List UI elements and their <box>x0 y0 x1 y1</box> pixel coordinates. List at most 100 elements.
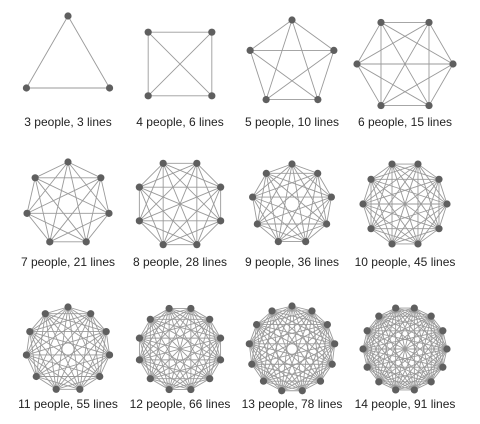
connection-line <box>362 348 432 383</box>
person-node <box>414 240 422 248</box>
person-node <box>314 169 322 177</box>
connection-line <box>366 330 380 382</box>
graph-nodes <box>249 160 335 246</box>
connection-line <box>391 163 440 229</box>
connection-line <box>150 318 221 361</box>
connection-line <box>90 313 101 377</box>
connection-line <box>378 307 397 382</box>
person-node <box>316 377 325 385</box>
graph-7-people <box>23 158 113 246</box>
connection-line <box>366 330 415 391</box>
connection-line <box>138 338 151 379</box>
connection-line <box>362 348 443 368</box>
connection-line <box>100 177 110 214</box>
connection-line <box>45 306 69 315</box>
connection-line <box>378 348 448 383</box>
person-node <box>76 385 84 393</box>
person-node <box>217 217 225 225</box>
graph-edges <box>25 306 111 390</box>
connection-line <box>257 196 332 225</box>
connection-line <box>278 223 327 243</box>
person-node <box>165 385 173 394</box>
connection-line <box>395 307 448 350</box>
person-node <box>288 160 296 168</box>
person-node <box>363 327 371 335</box>
connection-line <box>281 380 321 392</box>
connection-line <box>79 354 110 390</box>
connection-line <box>29 331 57 390</box>
connection-line <box>168 308 221 361</box>
connection-line <box>271 310 283 391</box>
connection-line <box>278 196 332 242</box>
connection-line <box>67 306 91 315</box>
person-node <box>410 386 418 394</box>
connection-line <box>291 19 319 100</box>
person-node <box>367 225 375 233</box>
connection-line <box>320 343 336 382</box>
connection-line <box>271 310 333 365</box>
connection-line <box>29 313 46 332</box>
graph-nodes <box>23 158 113 246</box>
connection-line <box>85 213 110 243</box>
connection-line <box>196 220 221 245</box>
connection-line <box>370 163 393 229</box>
graph-12-people <box>135 304 225 394</box>
connection-line <box>380 22 430 106</box>
person-node <box>388 240 396 248</box>
graph-10-people <box>359 160 451 248</box>
connection-line <box>438 203 448 229</box>
connection-line <box>378 315 448 350</box>
connection-line <box>370 178 448 205</box>
connection-line <box>317 50 335 100</box>
connection-line <box>149 308 192 379</box>
connection-line <box>362 348 380 383</box>
connection-line <box>370 228 419 245</box>
connection-line <box>265 173 279 242</box>
person-node <box>208 92 216 100</box>
connection-line <box>362 163 419 205</box>
connection-line <box>277 173 319 242</box>
person-node <box>425 18 433 27</box>
person-node <box>105 209 113 217</box>
connection-line <box>366 330 397 391</box>
connection-line <box>291 163 307 242</box>
connection-line <box>26 354 57 390</box>
connection-line <box>45 313 107 332</box>
person-node <box>392 304 400 312</box>
graph-nodes <box>359 160 451 248</box>
person-node <box>314 96 322 104</box>
connection-line <box>301 363 333 392</box>
connection-line <box>305 173 319 242</box>
person-node <box>262 96 270 104</box>
graph-8-people <box>135 159 225 249</box>
connection-line <box>362 348 415 391</box>
connection-line <box>162 163 198 245</box>
connection-line <box>370 163 393 180</box>
connection-line <box>391 163 448 205</box>
person-node <box>367 175 375 183</box>
person-node <box>245 340 253 348</box>
connection-line <box>438 179 448 205</box>
person-node <box>82 238 90 246</box>
person-node <box>388 160 396 168</box>
connection-line <box>67 306 107 332</box>
connection-line <box>150 378 170 390</box>
person-node <box>26 327 34 336</box>
person-node <box>32 372 40 381</box>
connection-line <box>252 196 327 225</box>
connection-line <box>256 324 283 391</box>
connection-line <box>252 196 306 242</box>
graph-11-people <box>22 303 114 393</box>
person-node <box>328 360 336 368</box>
connection-line <box>248 343 264 382</box>
connection-line <box>395 330 444 391</box>
person-node <box>449 60 457 68</box>
connection-line <box>162 186 221 245</box>
person-node <box>278 387 286 395</box>
connection-line <box>413 348 448 391</box>
person-node <box>105 351 114 359</box>
person-node <box>146 375 154 383</box>
person-node <box>96 372 104 381</box>
connection-line <box>356 22 382 65</box>
graph-edges <box>147 31 213 97</box>
